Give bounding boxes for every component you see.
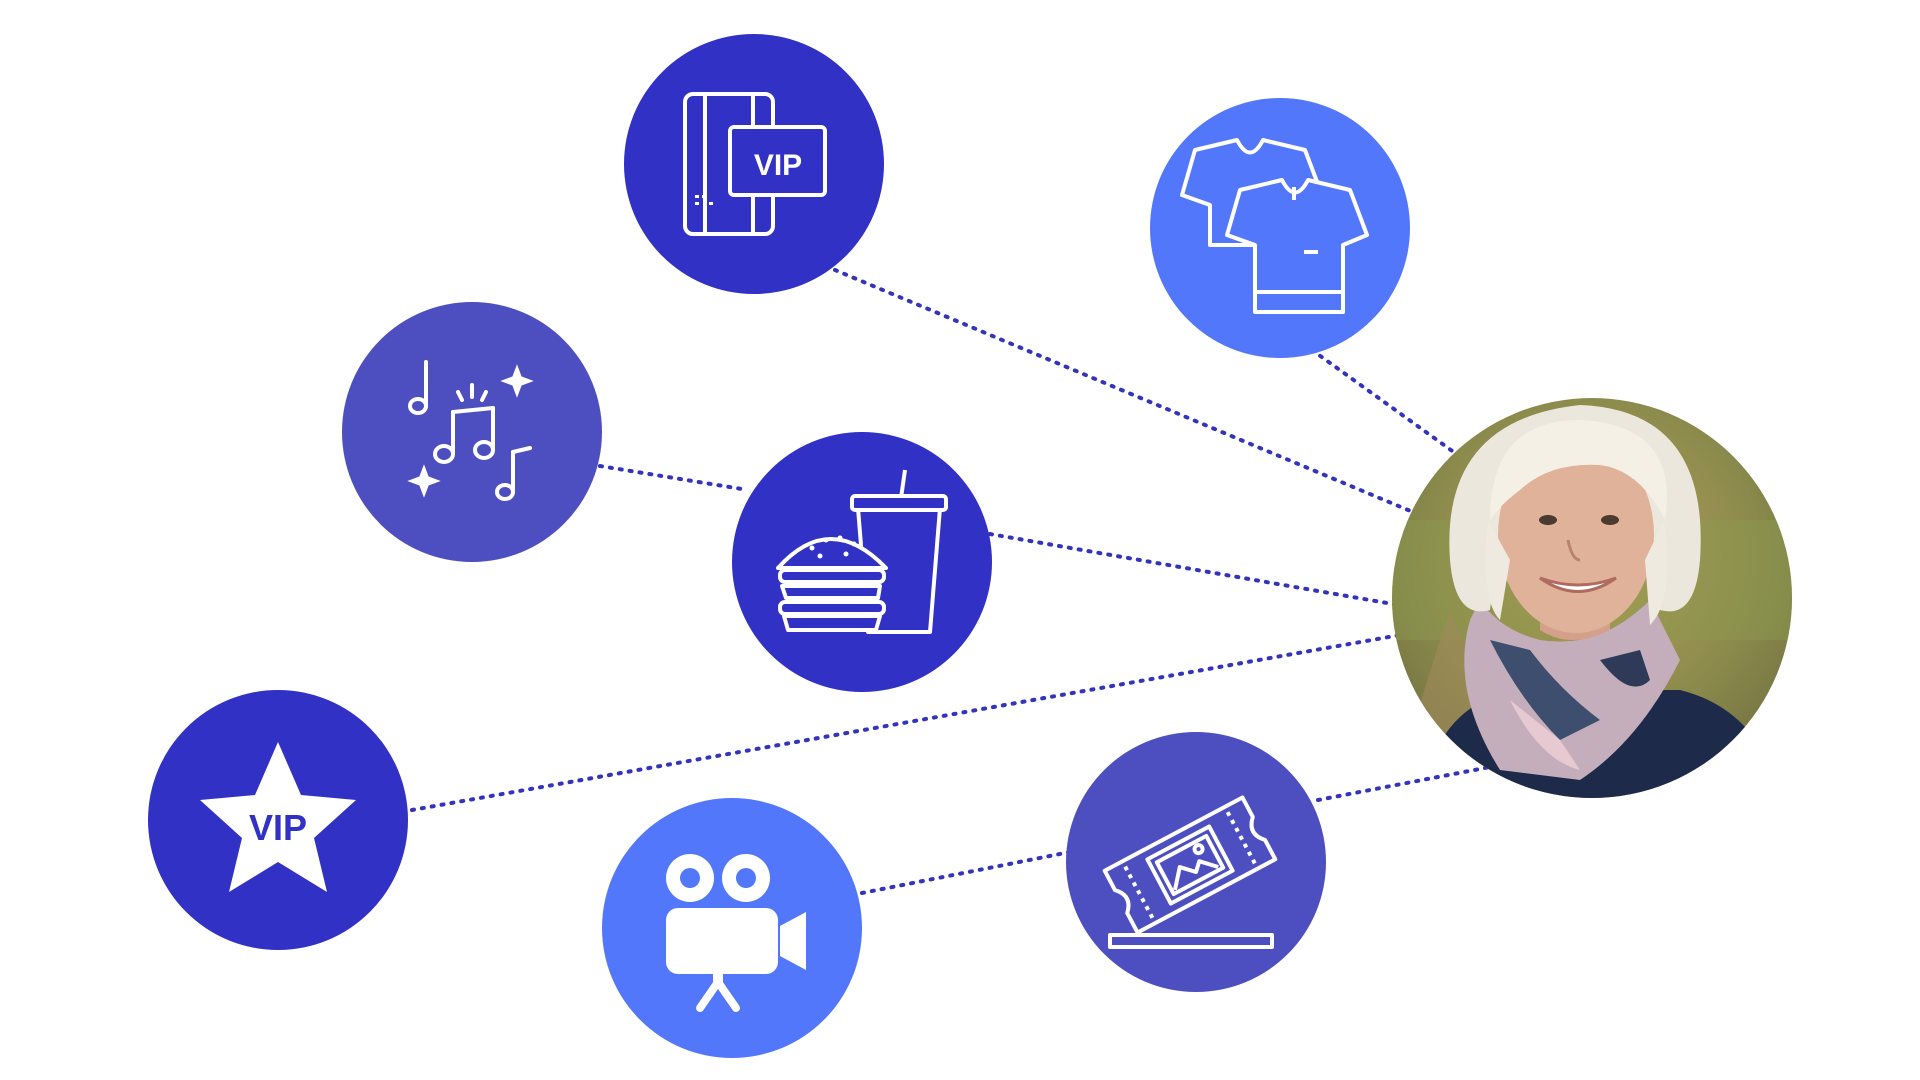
- node-video: [602, 798, 862, 1058]
- node-music: [342, 302, 602, 562]
- tshirt-icon: [1180, 138, 1369, 314]
- vip-card-icon: [683, 92, 827, 236]
- vip-card-label: VIP: [754, 149, 802, 182]
- connector-music: [598, 464, 750, 492]
- connector-vip-star: [410, 633, 1402, 812]
- ticket-icon: [1102, 795, 1278, 949]
- node-vip-star: VIP: [148, 690, 408, 950]
- vip-star-icon: [200, 742, 356, 892]
- connectors: [410, 268, 1492, 895]
- burger-drink-icon: [776, 469, 948, 634]
- connector-video: [860, 850, 1072, 895]
- vip-star-label: VIP: [249, 807, 307, 848]
- connector-food: [988, 532, 1412, 609]
- node-food: [732, 432, 992, 692]
- node-ticket: [1066, 732, 1326, 992]
- connector-vip-card: [833, 268, 1422, 517]
- node-merch: [1150, 98, 1410, 358]
- customer-photo: [1392, 398, 1792, 798]
- camera-tripod: [696, 978, 740, 1012]
- sesame-dots: [809, 535, 857, 559]
- connector-merch: [1310, 348, 1464, 460]
- node-vip-card: VIP: [624, 34, 884, 294]
- connector-ticket: [1316, 765, 1492, 802]
- music-notes-icon: [407, 360, 534, 501]
